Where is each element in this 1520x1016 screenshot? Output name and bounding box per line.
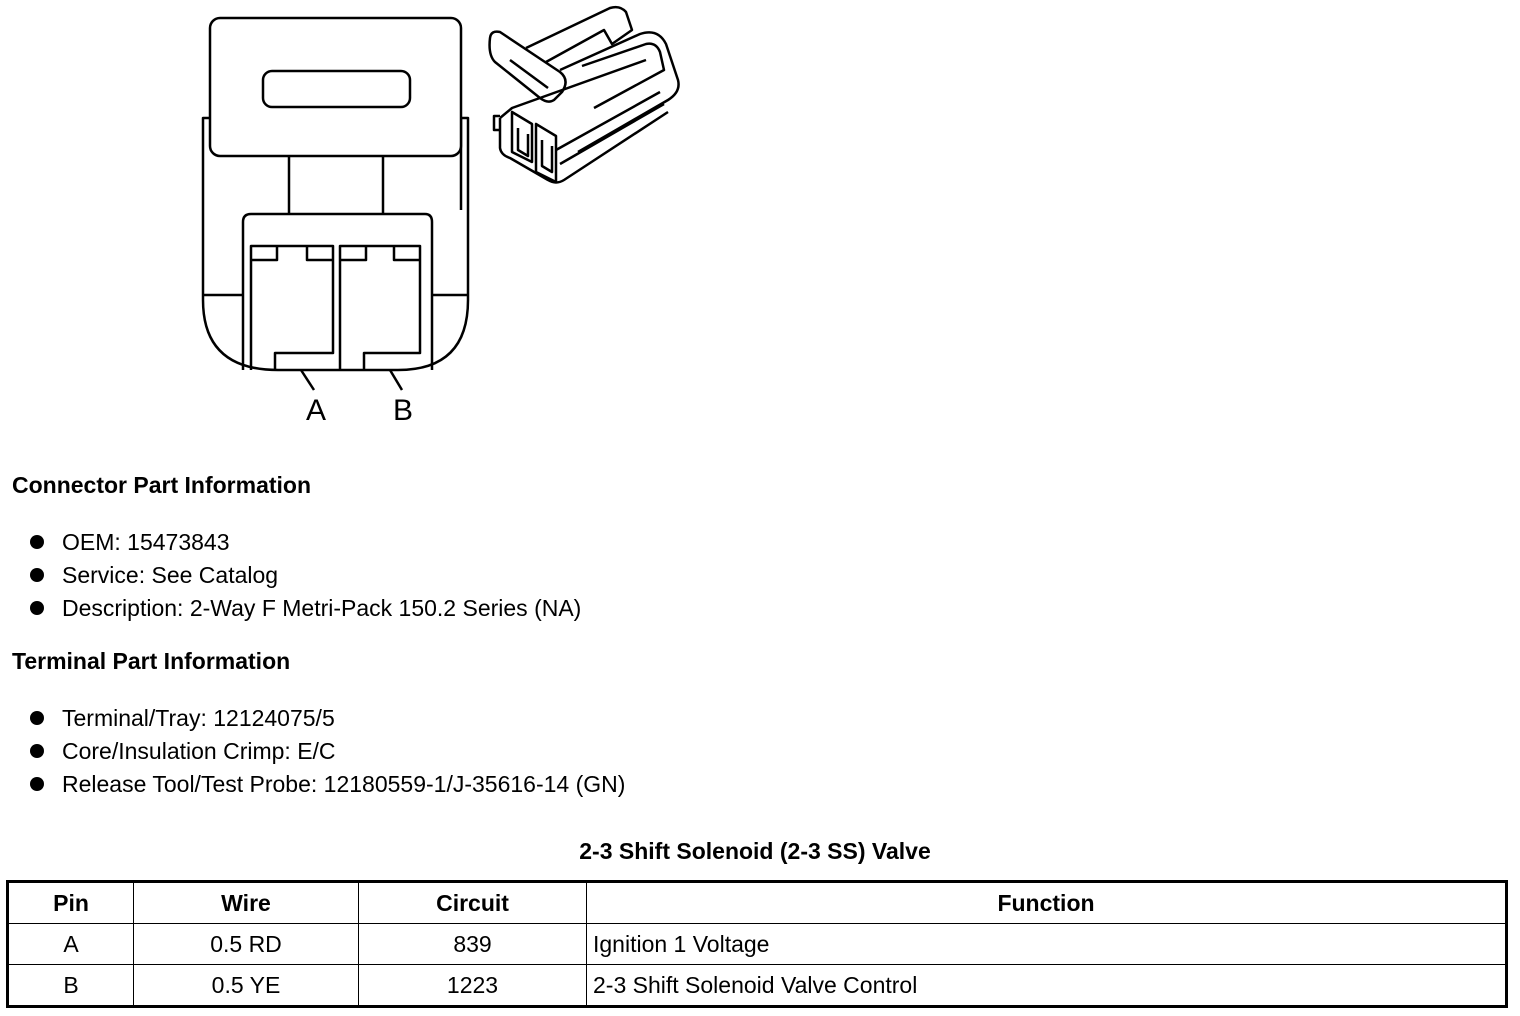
pin-label-b: B [393, 394, 413, 427]
cell-pin: B [7, 964, 134, 1007]
list-item: Release Tool/Test Probe: 12180559-1/J-35… [28, 771, 625, 804]
header-wire: Wire [133, 881, 359, 924]
terminal-info-heading: Terminal Part Information [12, 648, 291, 674]
connector-info-list: OEM: 15473843 Service: See Catalog Descr… [28, 529, 581, 628]
cell-wire: 0.5 RD [133, 923, 359, 965]
table-header-row: Pin Wire Circuit Function [7, 881, 1507, 924]
cell-circuit: 1223 [358, 964, 587, 1007]
cell-wire: 0.5 YE [133, 964, 359, 1007]
list-item: Service: See Catalog [28, 562, 581, 595]
list-item: OEM: 15473843 [28, 529, 581, 562]
header-pin: Pin [7, 881, 134, 924]
list-item: Terminal/Tray: 12124075/5 [28, 705, 625, 738]
pin-label-a: A [306, 394, 326, 427]
table-row: B 0.5 YE 1223 2-3 Shift Solenoid Valve C… [7, 964, 1507, 1007]
list-item: Core/Insulation Crimp: E/C [28, 738, 625, 771]
latch-tab [208, 16, 463, 158]
table-row: A 0.5 RD 839 Ignition 1 Voltage [7, 923, 1507, 965]
connector-info-heading: Connector Part Information [12, 472, 312, 498]
cell-function: Ignition 1 Voltage [586, 923, 1507, 965]
header-circuit: Circuit [358, 881, 587, 924]
connector-3d-view [488, 5, 680, 184]
cavity-b [338, 244, 422, 370]
cell-function: 2-3 Shift Solenoid Valve Control [586, 964, 1507, 1007]
table-caption: 2-3 Shift Solenoid (2-3 SS) Valve [579, 838, 931, 864]
header-function: Function [586, 881, 1507, 924]
connector-diagram: A B [201, 5, 680, 427]
cell-pin: A [7, 923, 134, 965]
connector-body-outline [201, 116, 470, 372]
cavity-a [249, 244, 335, 370]
terminal-info-list: Terminal/Tray: 12124075/5 Core/Insulatio… [28, 705, 625, 804]
cavity-block [241, 212, 434, 370]
list-item: Description: 2-Way F Metri-Pack 150.2 Se… [28, 595, 581, 628]
pin-table: Pin Wire Circuit Function A 0.5 RD 839 I… [6, 880, 1508, 1008]
cell-circuit: 839 [358, 923, 587, 965]
latch-slot [261, 69, 412, 109]
leader-line-b [388, 369, 404, 391]
leader-line-a [299, 369, 316, 391]
